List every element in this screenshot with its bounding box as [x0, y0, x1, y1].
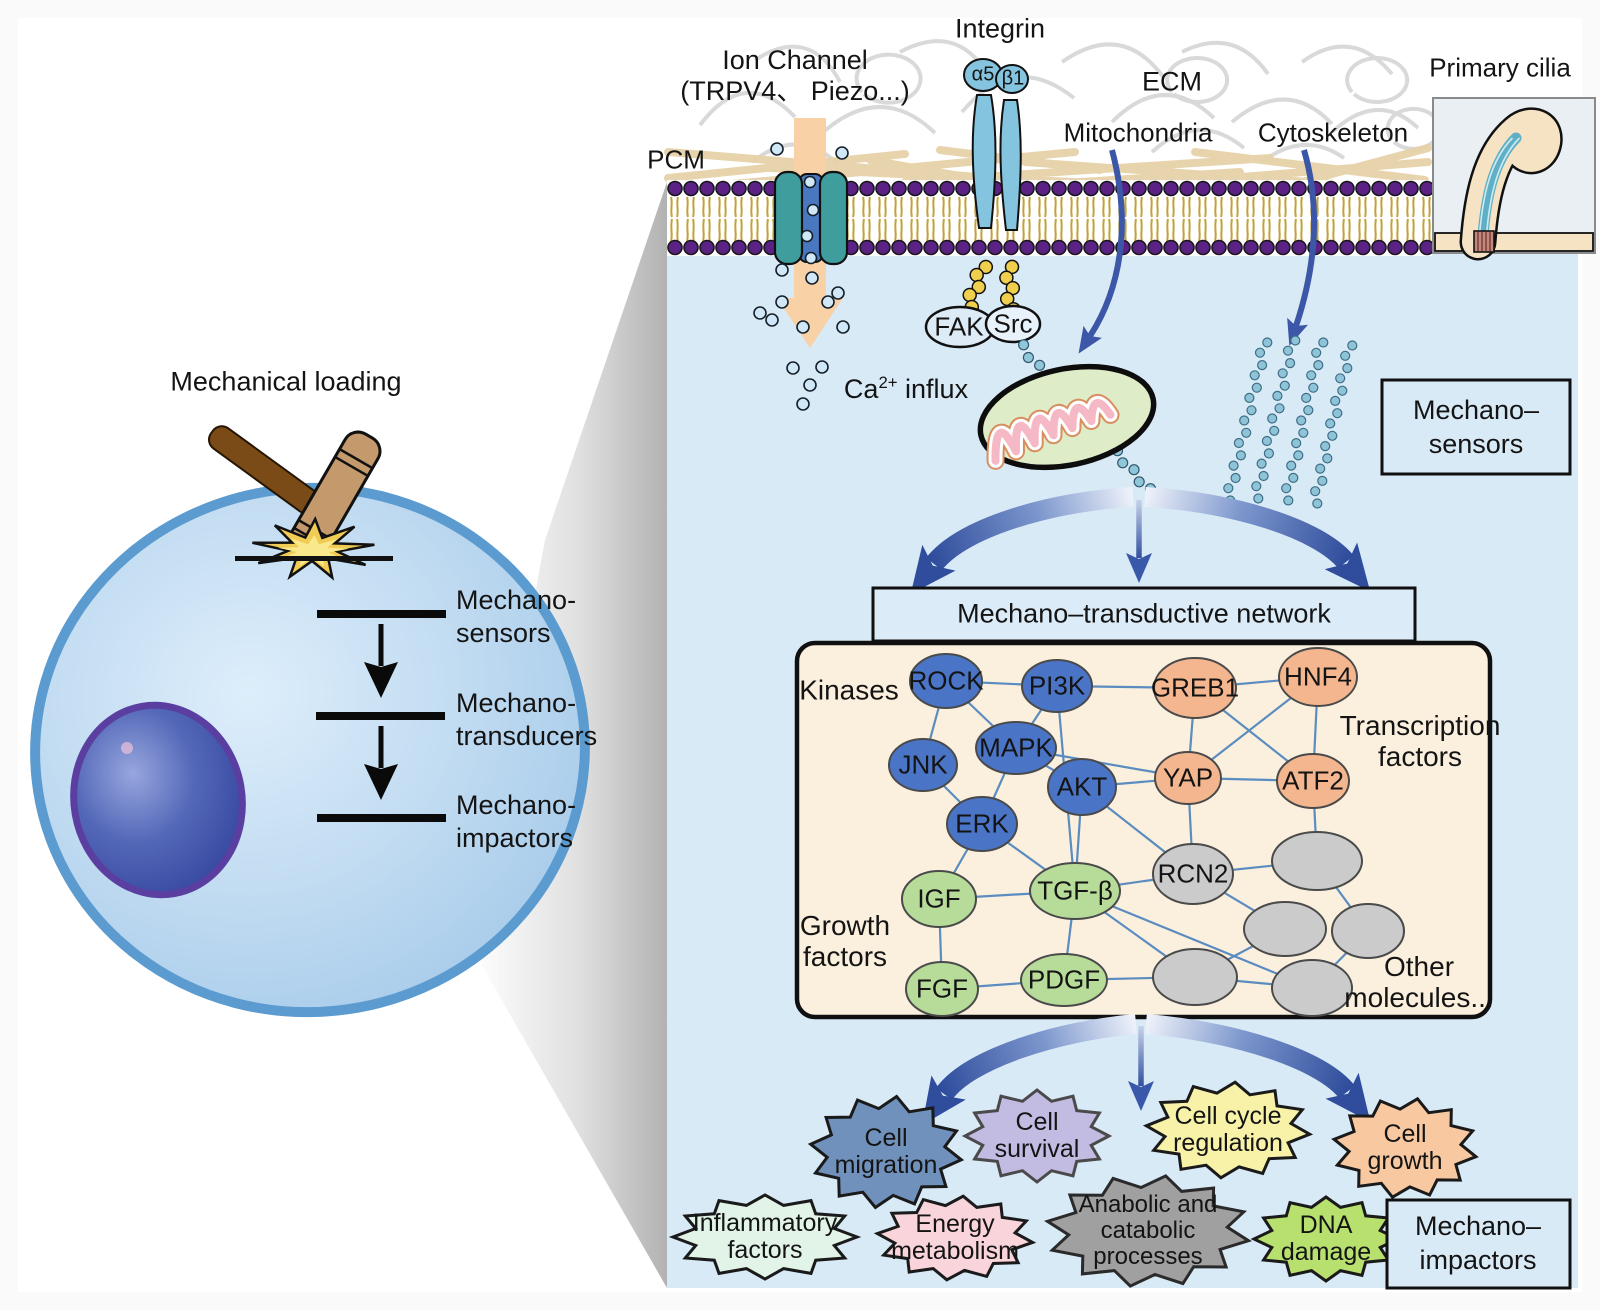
node-other-3: [1331, 903, 1405, 959]
network-box: [794, 640, 1493, 1020]
nucleus: [70, 701, 246, 899]
node-tgfb: [1029, 862, 1121, 920]
node-fgf: [905, 961, 979, 1017]
mechanosensors-box: [1380, 378, 1572, 476]
node-greb1: [1153, 657, 1237, 719]
node-yap: [1154, 751, 1222, 805]
fan-arrows-top: [910, 487, 1371, 594]
primary-cilia-inset: [1432, 97, 1596, 261]
node-hnf4: [1278, 647, 1358, 707]
starburst-anabolic: [1043, 1174, 1253, 1288]
node-other-4: [1152, 948, 1238, 1006]
node-igf: [901, 870, 977, 928]
node-rock: [909, 653, 983, 709]
mechanoimpactors-box: [1385, 1198, 1572, 1290]
starburst-cell-migration: [807, 1094, 965, 1210]
node-other-1: [1271, 831, 1363, 891]
node-mapk: [975, 721, 1057, 775]
node-pdgf: [1020, 953, 1108, 1007]
network-nodes: [888, 647, 1405, 1017]
fan-arrows-bottom: [922, 1014, 1371, 1126]
calcium-ions: [753, 142, 850, 411]
node-akt: [1047, 758, 1117, 816]
node-atf2: [1276, 753, 1350, 809]
outcome-starbursts: [668, 1080, 1479, 1288]
starburst-energy: [873, 1194, 1037, 1282]
cytoskeleton-arrow: [1287, 149, 1318, 346]
node-other-5: [1271, 959, 1353, 1017]
cascade-diagram: [316, 610, 446, 822]
fak-oval: [924, 305, 996, 349]
node-jnk: [888, 738, 958, 792]
hammer-icon: [208, 425, 393, 581]
starburst-dna-damage: [1250, 1195, 1402, 1283]
node-pi3k: [1021, 659, 1093, 713]
mitochondria-arrow: [1078, 149, 1125, 354]
starburst-cell-cycle: [1142, 1080, 1314, 1180]
node-erk: [946, 796, 1018, 852]
mitochondria-icon: [977, 363, 1157, 471]
network-banner-box: [871, 586, 1417, 643]
actin-filaments: [1223, 335, 1358, 509]
starburst-inflammatory: [668, 1193, 862, 1281]
impact-baseline: [235, 556, 393, 561]
src-oval: [984, 304, 1042, 344]
integrin-icon: [963, 58, 1029, 231]
starburst-cell-survival: [961, 1088, 1113, 1184]
starburst-cell-growth: [1331, 1096, 1479, 1200]
node-other-2: [1243, 901, 1327, 957]
node-rcn2: [1152, 843, 1234, 905]
ion-channel-icon: [773, 170, 849, 266]
